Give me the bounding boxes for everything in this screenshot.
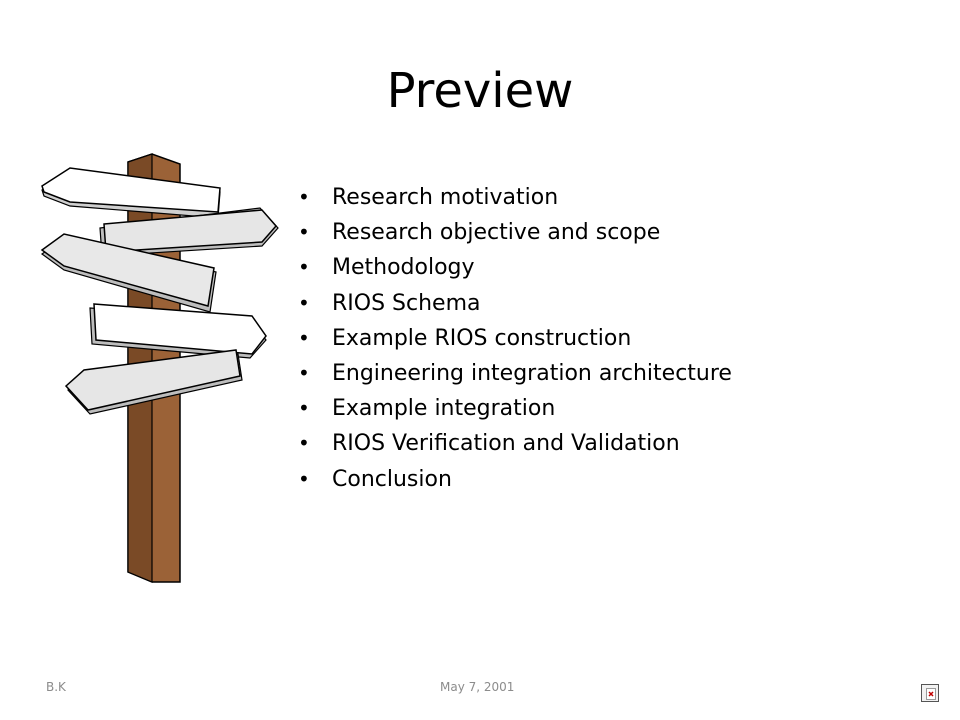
bullet-list: • Research motivation • Research objecti… (296, 180, 732, 497)
bullet-dot: • (298, 220, 310, 245)
bullet-item: • Methodology (296, 250, 732, 285)
close-button[interactable] (921, 684, 939, 702)
close-icon (928, 691, 934, 697)
bullet-text: Methodology (332, 255, 475, 281)
bullet-item: • Engineering integration architecture (296, 356, 732, 391)
bullet-item: • Example RIOS construction (296, 321, 732, 356)
sign-3 (40, 233, 217, 313)
bullet-item: • RIOS Schema (296, 286, 732, 321)
footer-date: May 7, 2001 (440, 680, 515, 694)
bullet-text: Example integration (332, 396, 556, 422)
bullet-item: • Research motivation (296, 180, 732, 215)
bullet-item: • RIOS Verification and Validation (296, 426, 732, 461)
bullet-item: • Example integration (296, 391, 732, 426)
footer-author: B.K (46, 680, 66, 694)
bullet-item: • Research objective and scope (296, 215, 732, 250)
bullet-dot: • (298, 431, 310, 456)
bullet-text: Research motivation (332, 185, 559, 210)
bullet-dot: • (298, 185, 310, 209)
slide-title: Preview (386, 63, 574, 119)
bullet-dot: • (298, 255, 310, 280)
bullet-dot: • (298, 466, 310, 491)
sign-2 (99, 207, 279, 257)
bullet-dot: • (298, 290, 310, 315)
sign-4 (89, 303, 267, 359)
sign-5 (64, 349, 243, 415)
bullet-dot: • (298, 325, 310, 350)
sign-1 (41, 167, 221, 219)
bullet-dot: • (298, 361, 310, 386)
bullet-dot: • (298, 396, 310, 421)
bullet-text: Example RIOS construction (332, 325, 632, 351)
bullet-text: Conclusion (332, 466, 452, 492)
bullet-text: RIOS Verification and Validation (332, 431, 680, 457)
bullet-text: RIOS Schema (332, 290, 481, 316)
bullet-item: • Conclusion (296, 462, 732, 497)
signpost-icon (40, 153, 279, 583)
bullet-text: Engineering integration architecture (332, 361, 732, 387)
bullet-text: Research objective and scope (332, 220, 661, 246)
